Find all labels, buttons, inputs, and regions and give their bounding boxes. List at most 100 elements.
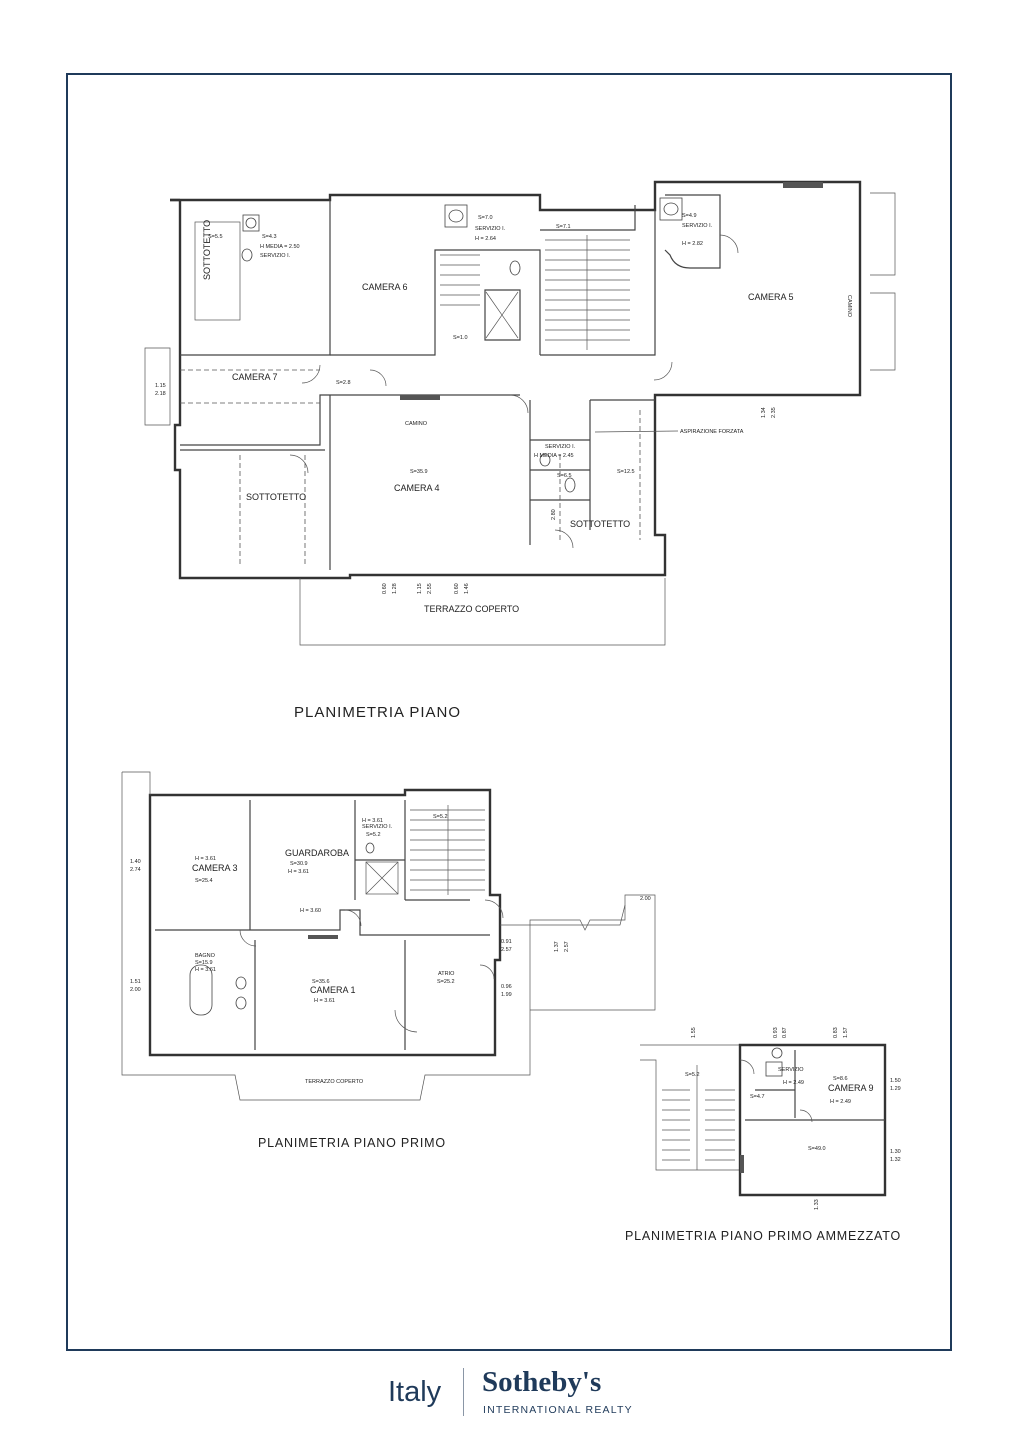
note-servizio-b: SERVIZIO I. [475,226,506,232]
dim-p3-d4: 1.32 [890,1157,901,1163]
brand-region: Italy [388,1376,442,1408]
dim-p2-d3: 1.51 [130,979,141,985]
brand-divider [463,1368,464,1416]
room-sottotetto-b: SOTTOTETTO [246,492,306,502]
note-servizio-s: S=5.2 [366,832,381,838]
dim-p2-d11: 2.00 [640,896,651,902]
note-amm-s8: S=8.6 [833,1076,848,1082]
dim-p1-d10: 1.46 [464,583,470,594]
title-planimetria-piano: PLANIMETRIA PIANO [294,704,461,721]
dim-p2-d4: 2.00 [130,987,141,993]
room-camera9: CAMERA 9 [828,1083,874,1093]
note-s125: S=12.5 [617,469,635,475]
room-atrio: ATRIO [438,971,455,977]
plan-piano: SOTTOTETTO CAMERA 6 CAMERA 5 CAMERA 7 CA… [144,180,896,721]
dim-p1-d5: 0.60 [382,583,388,594]
dim-p3-d10: 1.33 [814,1199,820,1210]
note-servizio-h: H = 3.61 [362,818,383,824]
note-aspirazione: ASPIRAZIONE FORZATA [680,429,744,435]
note-hmedia250: H MEDIA = 2.50 [260,244,300,250]
note-servizio-d: SERVIZIO I. [545,444,576,450]
note-camera1-s: S=35.6 [312,979,330,985]
note-h282: H = 2.82 [682,241,703,247]
note-amm-h249a: H = 2.49 [783,1080,804,1086]
note-amm-h249b: H = 2.49 [830,1099,851,1105]
room-camera3: CAMERA 3 [192,863,238,873]
note-h264: H = 2.64 [475,236,496,242]
note-s71: S=7.1 [556,224,571,230]
note-amm-s47: S=4.7 [750,1094,765,1100]
page-frame [66,73,952,1351]
room-terrazzo: TERRAZZO COPERTO [424,604,519,614]
dim-p2-d6: 1.99 [501,992,512,998]
dim-p1-d3: 1.34 [761,407,767,418]
plan-primo: CAMERA 3 H = 3.61 S=25.4 GUARDAROBA S=30… [121,771,656,1150]
note-amm-s49: S=49.0 [808,1146,826,1152]
dim-p1-d1: 1.15 [155,383,166,389]
note-s49: S=4.9 [682,213,697,219]
plan-ammezzato: S=5.2 SERVIZIO H = 2.49 S=4.7 S=8.6 CAME… [625,1027,901,1243]
note-atrio-s: S=25.2 [437,979,455,985]
dim-p1-d9: 0.60 [454,583,460,594]
dim-p1-d7: 1.15 [417,583,423,594]
note-bagno-s: S=15.9 [195,960,213,966]
dim-p1-d4: 2.35 [771,407,777,418]
note-camera1-h: H = 3.61 [314,998,335,1004]
dim-p1-d6: 1.28 [392,583,398,594]
label-camino-b: CAMINO [846,295,852,318]
note-s43: S=4.3 [262,234,277,240]
dim-p2-d2: 2.74 [130,867,141,873]
note-hmedia245: H MEDIA = 2.45 [534,453,574,459]
brand-name: Sotheby's [482,1366,602,1398]
note-h360: H = 3.60 [300,908,321,914]
room-servizio-primo: SERVIZIO I. [362,824,393,830]
note-s70: S=7.0 [478,215,493,221]
label-camino-a: CAMINO [405,421,428,427]
note-camera3-s: S=25.4 [195,878,213,884]
note-servizio-c: SERVIZIO I. [682,223,713,229]
room-servizio-amm: SERVIZIO [778,1067,804,1073]
dim-p2-d8: 2.57 [501,947,512,953]
dim-p2-d9: 1.37 [554,941,560,952]
room-terrazzo-primo: TERRAZZO COPERTO [305,1079,364,1085]
room-guardaroba: GUARDAROBA [285,848,349,858]
dim-p1-d8: 2.55 [427,583,433,594]
note-scala-s: S=5.2 [433,814,448,820]
dim-p1-d11: 2.80 [551,509,557,520]
room-camera7: CAMERA 7 [232,372,278,382]
dim-p3-d2: 1.29 [890,1086,901,1092]
room-camera6: CAMERA 6 [362,282,408,292]
room-sottotetto-a: SOTTOTETTO [202,220,212,280]
note-bagno-h: H = 3.61 [195,967,216,973]
dim-p3-d5: 0.93 [773,1027,779,1038]
note-s55: S=5.5 [208,234,223,240]
note-s65: S=6.5 [557,473,572,479]
dim-p2-d1: 1.40 [130,859,141,865]
dim-p2-d7: 0.91 [501,939,512,945]
title-planimetria-ammezzato: PLANIMETRIA PIANO PRIMO AMMEZZATO [625,1229,901,1243]
room-bagno: BAGNO [195,953,216,959]
dim-p3-d3: 1.30 [890,1149,901,1155]
dim-p3-d8: 1.57 [843,1027,849,1038]
title-planimetria-primo: PLANIMETRIA PIANO PRIMO [258,1136,446,1150]
dim-p3-d9: 1.55 [691,1027,697,1038]
note-amm-s52: S=5.2 [685,1072,700,1078]
note-camera3-h: H = 3.61 [195,856,216,862]
dim-p3-d6: 0.87 [782,1027,788,1038]
room-camera5: CAMERA 5 [748,292,794,302]
dim-p1-d2: 2.18 [155,391,166,397]
note-s28: S=2.8 [336,380,351,386]
note-s359: S=35.9 [410,469,428,475]
room-camera1: CAMERA 1 [310,985,356,995]
note-s10: S=1.0 [453,335,468,341]
brand-subtitle: INTERNATIONAL REALTY [483,1404,633,1416]
room-sottotetto-c: SOTTOTETTO [570,519,630,529]
note-guardaroba-h: H = 3.61 [288,869,309,875]
dim-p3-d7: 0.83 [833,1027,839,1038]
brand-logo: Italy Sotheby's INTERNATIONAL REALTY [0,1362,1018,1426]
note-servizio-a: SERVIZIO I. [260,253,291,259]
dim-p2-d10: 2.57 [564,941,570,952]
room-camera4: CAMERA 4 [394,483,440,493]
dim-p3-d1: 1.50 [890,1078,901,1084]
